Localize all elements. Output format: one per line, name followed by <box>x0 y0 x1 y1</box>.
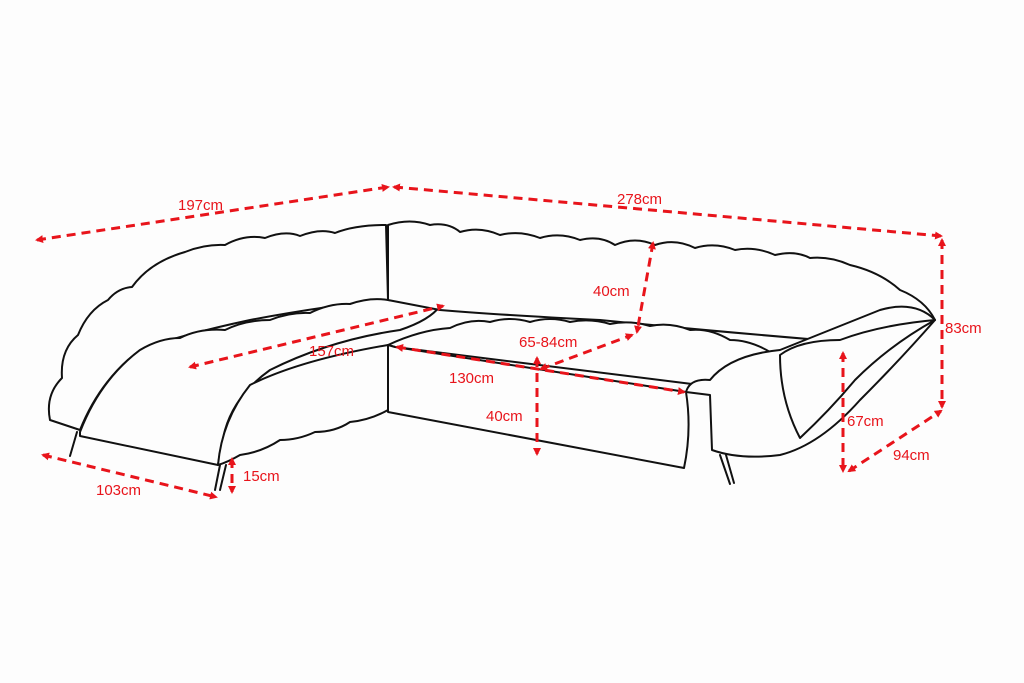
dim-chaise-seat-length <box>188 303 445 370</box>
label-total-depth: 94cm <box>893 447 930 464</box>
dim-back-height <box>634 241 656 334</box>
right-arm-side <box>779 319 936 439</box>
label-seat-height: 40cm <box>486 408 523 425</box>
label-leg-height: 15cm <box>243 468 280 485</box>
leg <box>719 454 735 485</box>
dim-middle-seat-width <box>395 343 686 396</box>
label-seat-depth: 65-84cm <box>519 334 577 351</box>
label-chaise-width: 103cm <box>96 482 141 499</box>
label-back-length: 278cm <box>617 191 662 208</box>
label-back-height: 40cm <box>593 283 630 300</box>
label-middle-seat-width: 130cm <box>449 370 494 387</box>
dim-back-length <box>392 183 943 240</box>
leg <box>69 431 78 457</box>
dim-total-depth <box>847 409 943 473</box>
chaise-front <box>217 344 389 466</box>
dimension-labels: 197cm 278cm 40cm 83cm 157cm 65-84cm 130c… <box>96 191 982 499</box>
sofa-drawing <box>47 220 936 491</box>
label-total-height: 83cm <box>945 320 982 337</box>
label-chaise-seat-length: 157cm <box>309 343 354 360</box>
label-arm-height: 67cm <box>847 413 884 430</box>
dimension-lines <box>35 183 946 500</box>
leg <box>214 464 227 491</box>
label-left-length: 197cm <box>178 197 223 214</box>
